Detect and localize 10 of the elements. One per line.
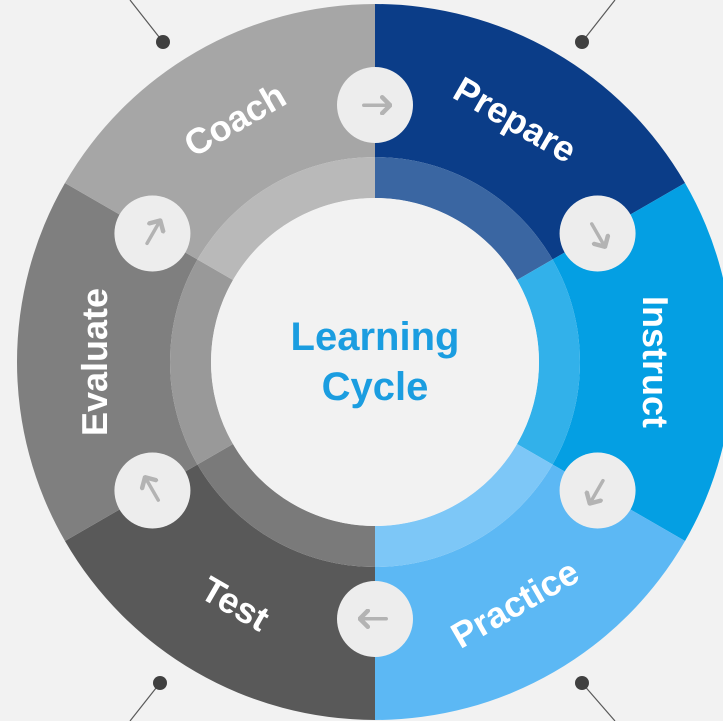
chevron-arrow [590, 222, 610, 250]
chevron-arrow [358, 608, 388, 629]
center-title: Learning Cycle [290, 314, 460, 411]
segment-label: Test [194, 568, 276, 640]
segment-label: Evaluate [74, 288, 116, 436]
chevron-arrow [145, 218, 166, 246]
segment-label: Instruct [634, 296, 676, 428]
chevron-arrow [140, 474, 160, 502]
chevron-arrow [584, 478, 605, 506]
chevron-arrow [362, 95, 392, 116]
